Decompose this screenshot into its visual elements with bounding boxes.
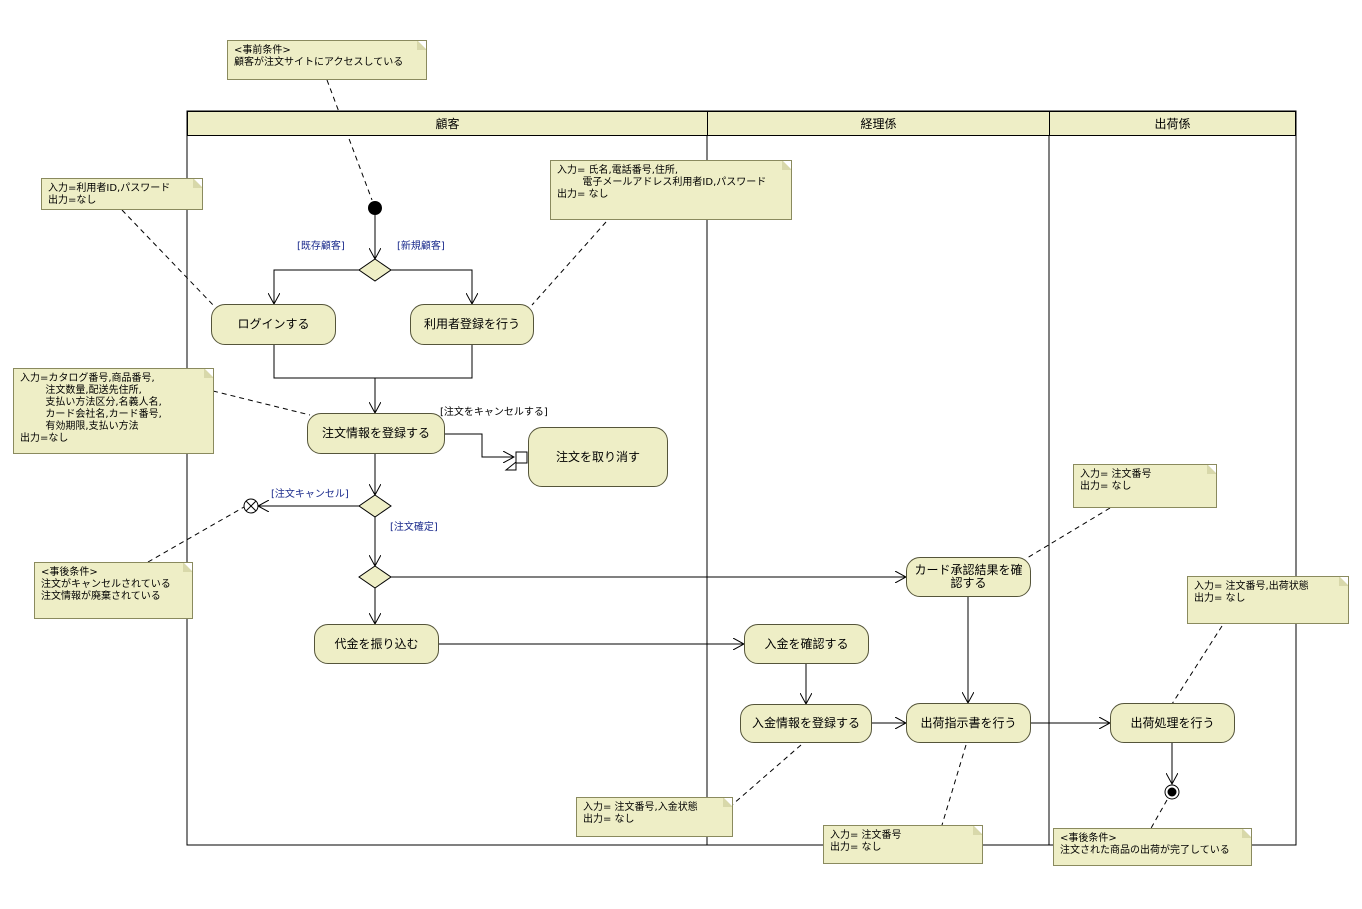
- activity-register-payment[interactable]: 入金情報を登録する: [740, 704, 872, 743]
- note-precondition: <事前条件> 顧客が注文サイトにアクセスしている: [227, 40, 427, 80]
- note-register-io: 入力= 氏名,電話番号,住所, 電子メールアドレス利用者ID,パスワード 出力=…: [550, 160, 792, 220]
- activity-confirm-payment[interactable]: 入金を確認する: [744, 624, 869, 664]
- activity-cancel-order[interactable]: 注文を取り消す: [528, 427, 668, 487]
- activity-ship-instruction[interactable]: 出荷指示書を行う: [906, 703, 1031, 743]
- guard-cancel-interrupt: [注文をキャンセルする]: [440, 407, 548, 418]
- control-flows: [258, 215, 1172, 784]
- interrupt-pin: [504, 451, 528, 471]
- initial-node: [368, 201, 382, 215]
- activity-register-order[interactable]: 注文情報を登録する: [307, 413, 445, 454]
- activity-login[interactable]: ログインする: [211, 304, 336, 345]
- lane-customer: 顧客: [187, 111, 708, 136]
- note-cancel-postcondition: <事後条件> 注文がキャンセルされている 注文情報が廃棄されている: [34, 562, 193, 619]
- note-login-io: 入力=利用者ID,パスワード 出力=なし: [41, 178, 203, 210]
- activity-shipping[interactable]: 出荷処理を行う: [1110, 703, 1235, 743]
- guard-cancel: [注文キャンセル]: [271, 489, 349, 500]
- note-card-io: 入力= 注文番号 出力= なし: [1073, 464, 1217, 508]
- note-payment-io: 入力= 注文番号,入金状態 出力= なし: [576, 797, 733, 837]
- guard-new: [新規顧客]: [397, 241, 445, 252]
- activity-card-confirm[interactable]: カード承認結果を確 認する: [906, 557, 1031, 597]
- note-connectors: [121, 79, 1223, 831]
- note-ship-io: 入力= 注文番号,出荷状態 出力= なし: [1187, 576, 1349, 624]
- note-postcondition: <事後条件> 注文された商品の出荷が完了している: [1053, 828, 1252, 866]
- activity-register-user[interactable]: 利用者登録を行う: [410, 304, 534, 345]
- decision-customer-type: [358, 258, 392, 282]
- guard-existing: [既存顧客]: [297, 241, 345, 252]
- note-order-io: 入力=カタログ番号,商品番号, 注文数量,配送先住所, 支払い方法区分,名義人名…: [13, 368, 214, 454]
- decision-cancel: [358, 494, 392, 518]
- note-instruction-io: 入力= 注文番号 出力= なし: [823, 825, 983, 864]
- lane-accounting: 経理係: [707, 111, 1050, 136]
- flow-final-node: [243, 498, 259, 514]
- lane-shipping: 出荷係: [1049, 111, 1296, 136]
- guard-confirm: [注文確定]: [390, 522, 438, 533]
- activity-pay[interactable]: 代金を振り込む: [314, 624, 439, 664]
- activity-final-node: [1164, 784, 1180, 800]
- decision-payment: [358, 565, 392, 589]
